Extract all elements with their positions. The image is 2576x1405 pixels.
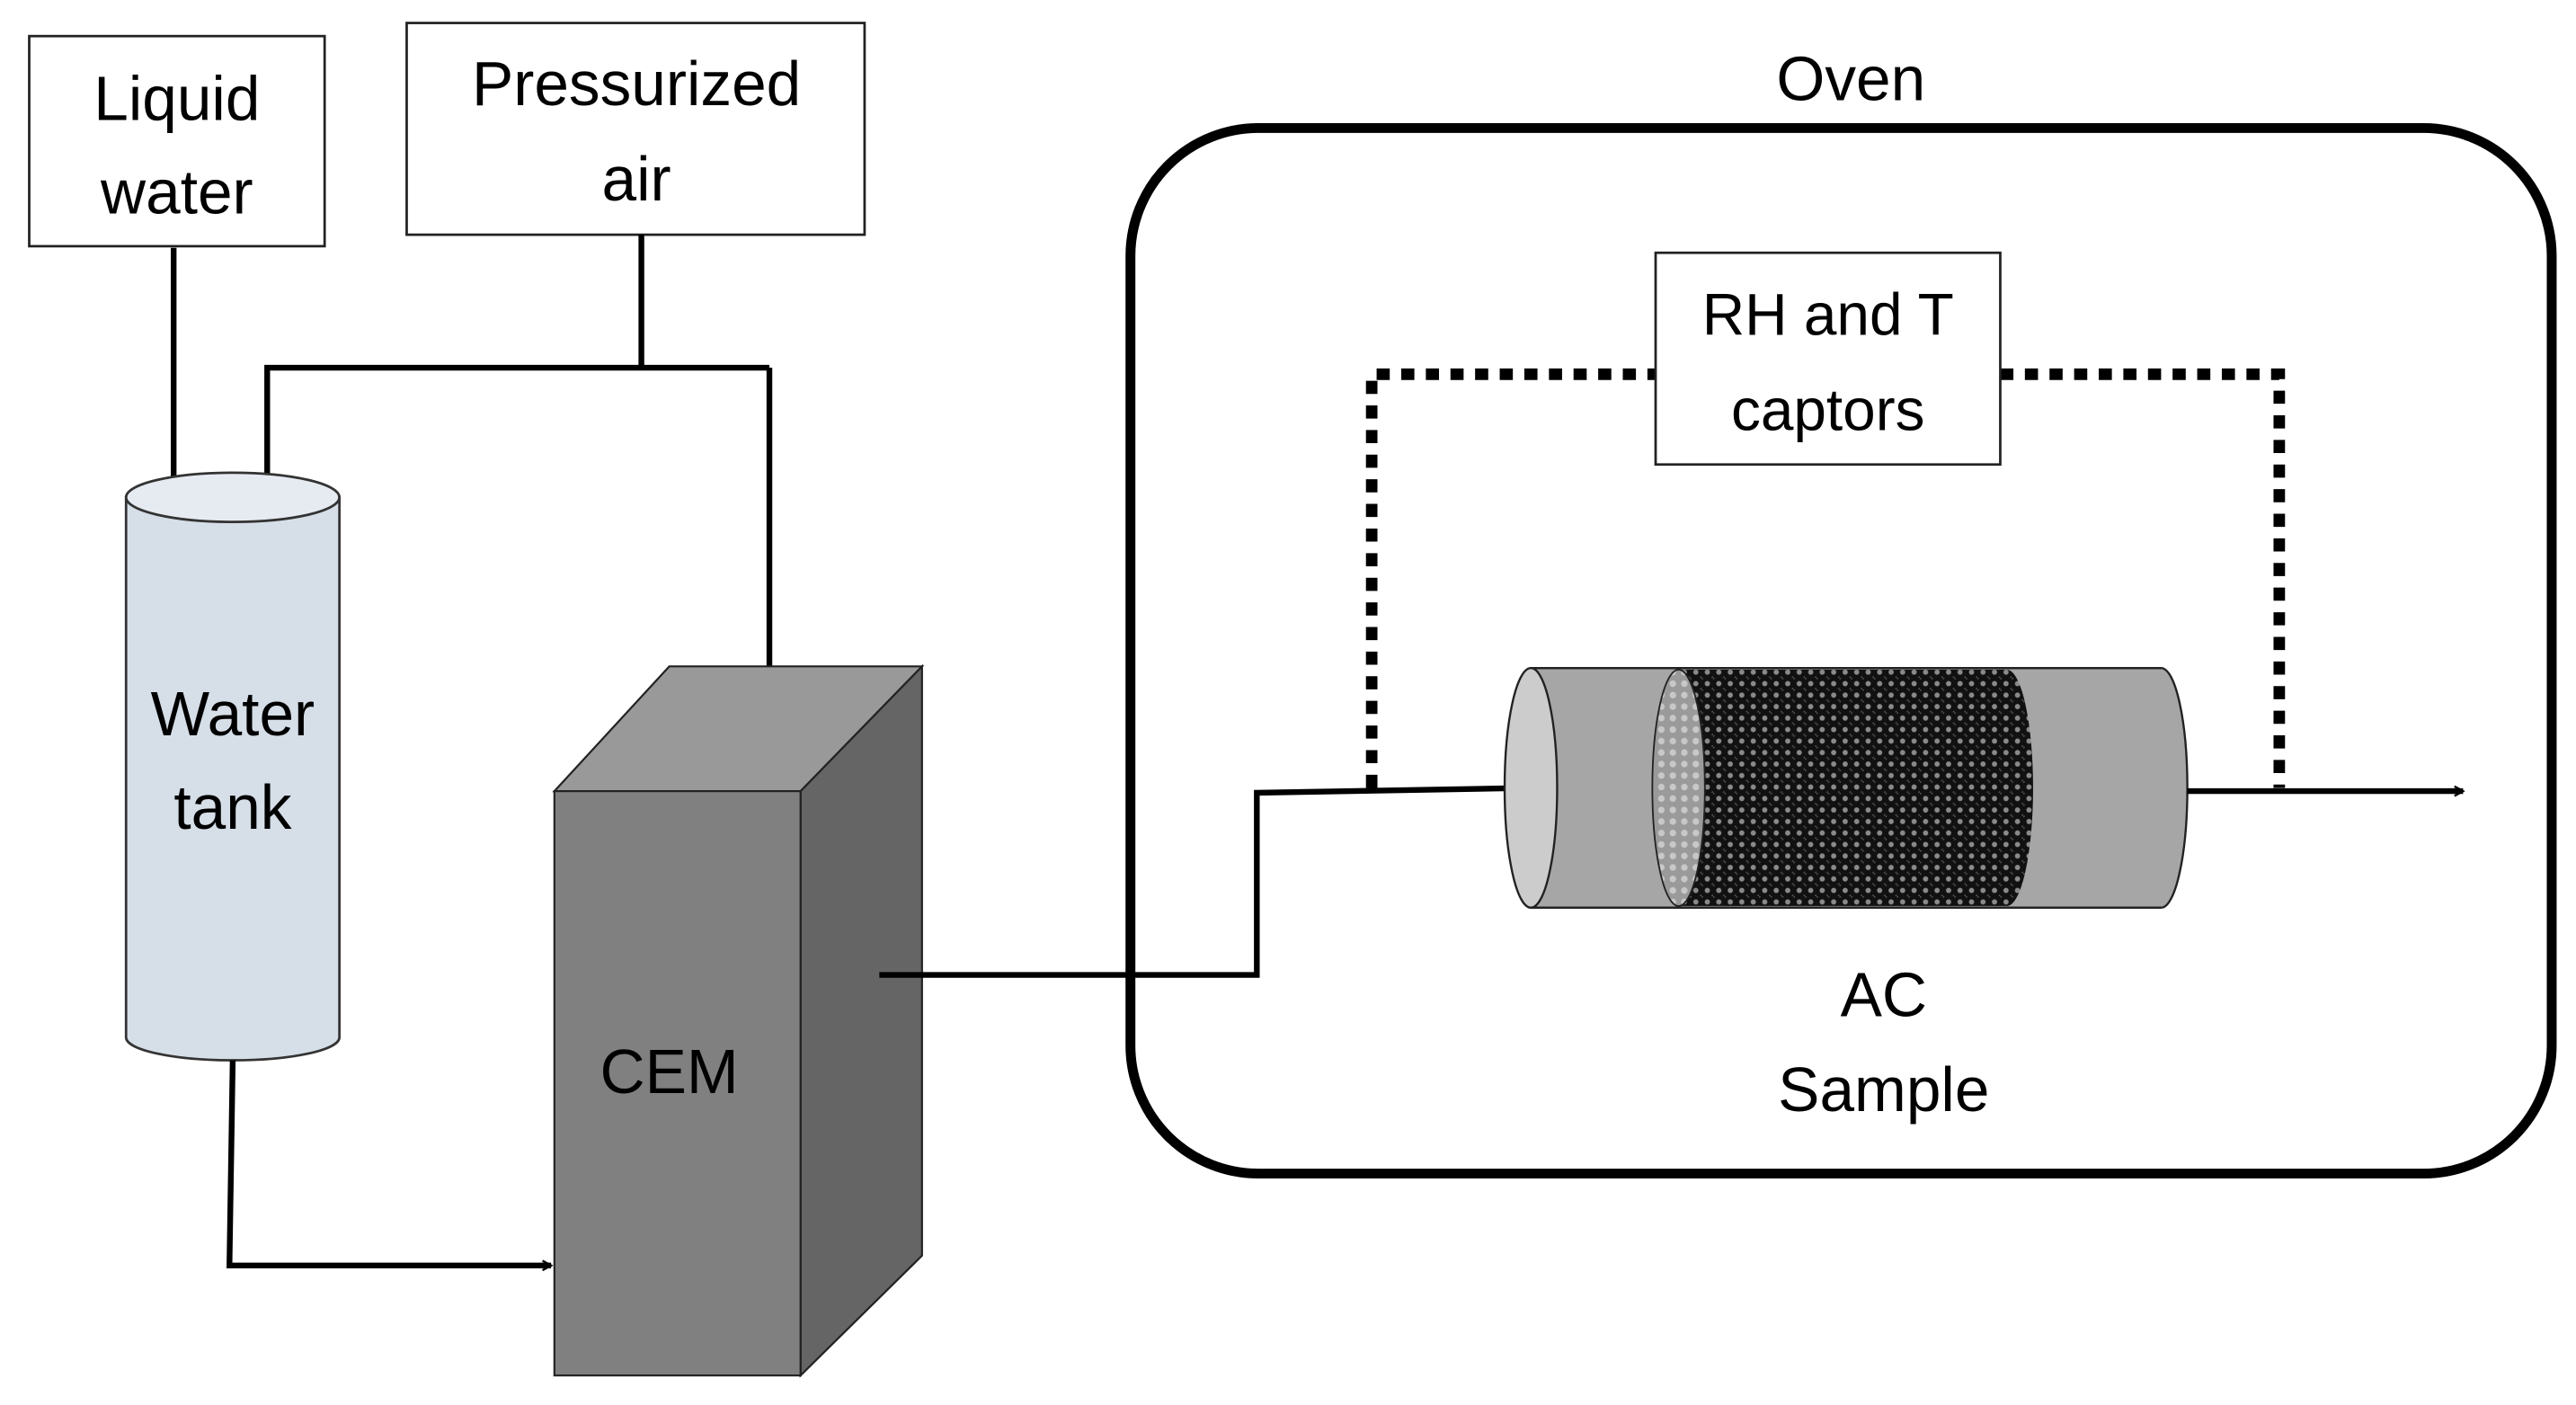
activated-carbon-bed [1678,669,2033,906]
captors-box [1654,251,2002,467]
pressurized-air-node: Pressurized air [405,22,866,236]
water-tank-body [124,495,341,1062]
captors-label-line1: RH and T [1702,280,1954,347]
air-to-tank-arrow [267,364,770,487]
ac-sample-cylinder: AC Sample [1503,666,2189,1125]
activated-carbon-face [1651,669,1706,907]
water-tank-label-line1: Water [151,679,315,749]
liquid-water-box [28,34,326,248]
oven-label: Oven [1776,43,1925,113]
tank-to-cem-arrow [227,1060,551,1266]
captors-node: RH and T captors [1654,251,2002,467]
pressurized-air-box [405,22,866,236]
liquid-water-node: Liquid water [28,34,326,248]
captor-inlet-connector [1365,368,1657,788]
sample-label-line1: AC [1841,959,1927,1029]
liquid-water-label-line2: water [100,156,253,227]
cem-label: CEM [600,1036,739,1107]
water-tank-top [124,471,341,524]
captors-label-line2: captors [1731,376,1925,442]
sample-label-line2: Sample [1778,1054,1989,1125]
oven-boundary [1125,122,2557,1179]
cem-side-face [799,663,923,1378]
oven: Oven [1125,43,2557,1179]
liquid-water-label-line1: Liquid [93,63,260,133]
cem-unit: CEM [552,663,925,1378]
water-tank-label-line2: tank [173,772,291,842]
pressurized-air-label-line1: Pressurized [472,49,801,119]
water-tank: Water tank [124,471,341,1062]
cem-front-face [553,790,802,1377]
cem-to-sample-arrow [879,787,1532,978]
captor-outlet-connector [2000,368,2286,788]
sample-tube-inlet-cap [1503,666,1559,909]
pressurized-air-label-line2: air [602,144,671,214]
